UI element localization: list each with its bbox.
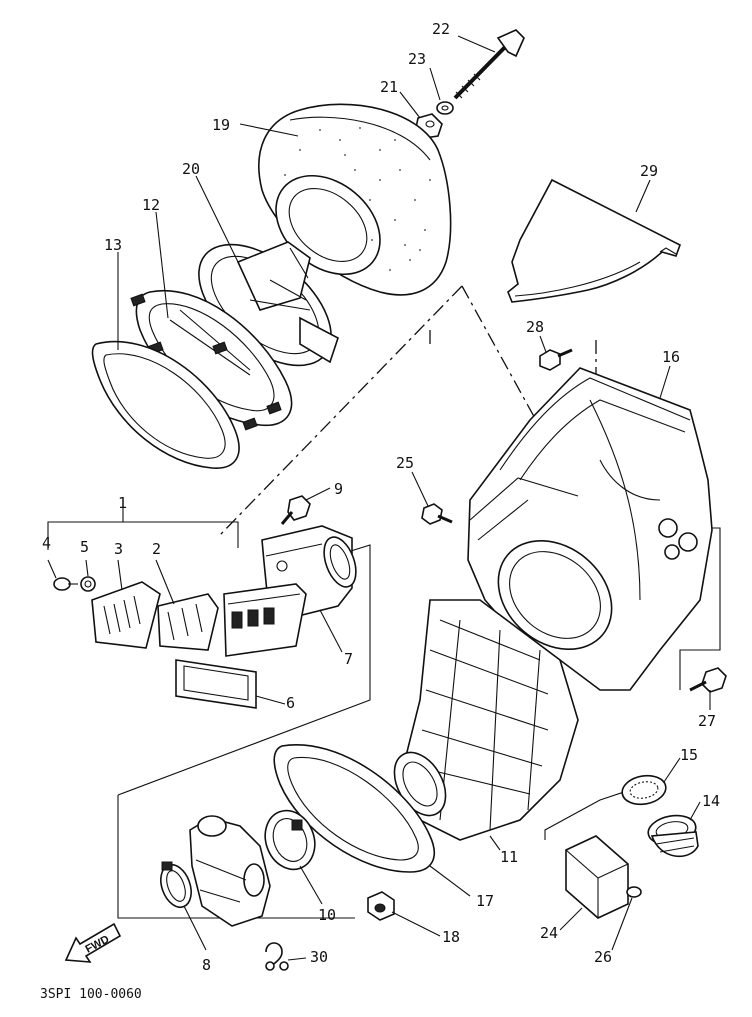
label-24: 24: [540, 924, 558, 942]
label-12: 12: [142, 196, 160, 214]
reed-stopper-3: [91, 581, 161, 649]
clip-30: [265, 942, 289, 971]
label-3: 3: [114, 540, 123, 558]
washer-5: [80, 576, 96, 592]
label-13: 13: [104, 236, 122, 254]
label-25: 25: [396, 454, 414, 472]
bolt-25: [421, 503, 453, 525]
label-26: 26: [594, 948, 612, 966]
label-10: 10: [318, 906, 336, 924]
label-21: 21: [380, 78, 398, 96]
label-5: 5: [80, 538, 89, 556]
label-1: 1: [118, 494, 127, 512]
fwd-arrow-label: FWD: [84, 933, 112, 955]
screw-4: [53, 577, 78, 591]
label-18: 18: [442, 928, 460, 946]
label-28: 28: [526, 318, 544, 336]
washer-23: [436, 101, 454, 115]
washer-26: [626, 886, 642, 898]
label-19: 19: [212, 116, 230, 134]
reed-valve-block-1: [223, 583, 307, 657]
bolt-9: [280, 495, 311, 525]
part-labels: 22 23 21 19 20 12 13 29 28 16 25 9 1 4 5…: [42, 20, 720, 974]
label-16: 16: [662, 348, 680, 366]
label-9: 9: [334, 480, 343, 498]
label-15: 15: [680, 746, 698, 764]
label-6: 6: [286, 694, 295, 712]
label-11: 11: [500, 848, 518, 866]
reed-valve-2: [157, 593, 219, 651]
clamp-8: [160, 861, 192, 909]
label-30: 30: [310, 948, 328, 966]
label-7: 7: [344, 650, 353, 668]
cover-29: [507, 178, 681, 303]
label-20: 20: [182, 160, 200, 178]
label-29: 29: [640, 162, 658, 180]
bolt-22: [453, 29, 525, 100]
label-14: 14: [702, 792, 720, 810]
catalog-code: 3SPI 100-0060: [40, 987, 142, 1002]
filter-plate-12: [130, 289, 293, 431]
gasket-13: [91, 340, 240, 469]
sponge-24: [565, 835, 629, 919]
carburetor: [189, 815, 271, 927]
air-filter-case-16: [467, 367, 713, 691]
label-8: 8: [202, 956, 211, 974]
label-22: 22: [432, 20, 450, 38]
label-4: 4: [42, 534, 51, 552]
air-filter-element-19: [258, 103, 452, 296]
leader-lines: [47, 35, 711, 961]
label-17: 17: [476, 892, 494, 910]
fwd-arrow-icon: FWD: [64, 922, 122, 963]
bolt-28: [539, 348, 573, 371]
clamp-10: [264, 809, 316, 871]
gasket-17: [273, 744, 435, 873]
label-23: 23: [408, 50, 426, 68]
bolt-27: [689, 667, 727, 693]
grommet-15: [621, 774, 667, 806]
label-2: 2: [152, 540, 161, 558]
gasket-6: [175, 659, 257, 709]
cap-18: [367, 891, 395, 921]
label-27: 27: [698, 712, 716, 730]
boot-14: [647, 814, 699, 858]
